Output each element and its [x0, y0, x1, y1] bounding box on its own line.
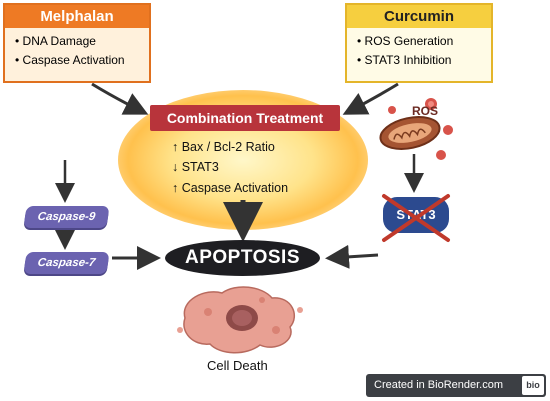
curcumin-effects-list: • ROS Generation • STAT3 Inhibition — [347, 28, 491, 70]
combination-title: Combination Treatment — [150, 105, 340, 131]
melphalan-effect-label: Caspase Activation — [22, 53, 125, 67]
biorender-watermark[interactable]: Created in BioRender.com bio — [366, 374, 546, 397]
curcumin-effect-item: • ROS Generation — [357, 34, 454, 48]
curcumin-effect-label: ROS Generation — [364, 34, 454, 48]
ros-label: ROS — [412, 104, 439, 118]
apoptosis-node: APOPTOSIS — [165, 240, 320, 276]
curcumin-box: Curcumin • ROS Generation • STAT3 Inhibi… — [345, 3, 493, 83]
curcumin-effect-label: STAT3 Inhibition — [364, 53, 452, 67]
curcumin-title: Curcumin — [347, 5, 491, 28]
curcumin-effect-item: • STAT3 Inhibition — [357, 53, 452, 67]
combination-effect-bax-bcl2: ↑ Bax / Bcl-2 Ratio — [172, 140, 275, 154]
biorender-logo: bio — [522, 376, 544, 395]
melphalan-effect-item: • DNA Damage — [15, 34, 96, 48]
melphalan-effects-list: • DNA Damage • Caspase Activation — [5, 28, 149, 70]
melphalan-title: Melphalan — [5, 5, 149, 28]
arrow-melphalan-to-combination — [91, 82, 149, 115]
ros-particles-icon — [388, 98, 453, 160]
combination-effect-caspase: ↑ Caspase Activation — [172, 181, 289, 195]
arrow-curcumin-to-combination — [342, 82, 399, 115]
dying-cell-icon — [177, 286, 303, 354]
melphalan-effect-label: DNA Damage — [22, 34, 96, 48]
arrow-stat3-to-apoptosis — [325, 244, 379, 269]
biorender-text: Created in BioRender.com — [374, 379, 504, 391]
melphalan-box: Melphalan • DNA Damage • Caspase Activat… — [3, 3, 151, 83]
combination-effect-stat3: ↓ STAT3 — [172, 160, 219, 174]
cell-death-label: Cell Death — [207, 358, 268, 373]
melphalan-effect-item: • Caspase Activation — [15, 53, 125, 67]
mitochondrion-icon — [379, 116, 441, 150]
